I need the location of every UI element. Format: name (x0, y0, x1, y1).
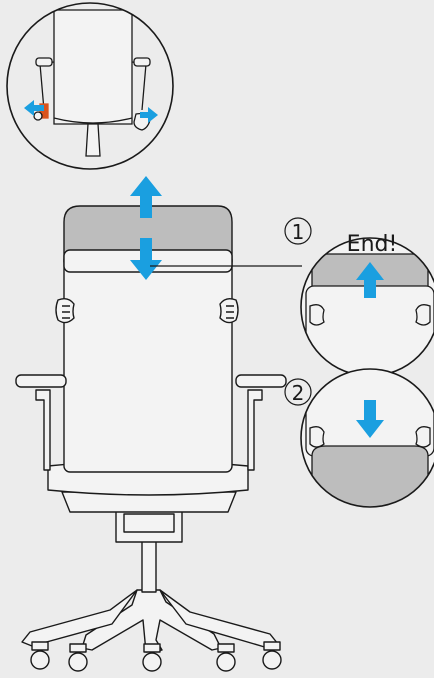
chair-backrest (63, 253, 233, 473)
hand-icon (309, 426, 325, 448)
caster-wheel (262, 650, 282, 670)
hand-icon (415, 426, 431, 448)
caster-wheel (142, 652, 162, 672)
hand-icon (309, 304, 325, 326)
arrow-left-icon (24, 100, 44, 116)
caster-wheel (216, 652, 236, 672)
chair-base (21, 589, 282, 672)
step-1-detail: End! (300, 232, 434, 377)
caster-wheel (30, 650, 50, 670)
hand-icon (219, 297, 239, 324)
step-1-number: 1 (292, 220, 305, 244)
office-chair (15, 205, 287, 672)
step-1-marker: 1 (284, 217, 312, 245)
arrow-down-icon (130, 238, 162, 280)
step-2-detail (300, 368, 434, 508)
arrow-right-icon (140, 107, 158, 123)
seat-mechanism (61, 491, 237, 543)
arrow-up-icon (356, 262, 384, 298)
caster-wheel (68, 652, 88, 672)
left-armrest (15, 374, 67, 471)
hand-icon (55, 297, 75, 324)
step-2-number: 2 (292, 381, 305, 405)
arrow-down-icon (356, 400, 384, 438)
step-2-marker: 2 (284, 378, 312, 406)
right-armrest (235, 374, 287, 471)
chair-headrest (63, 205, 233, 263)
release-lever-detail (6, 2, 174, 170)
step-1-caption: End! (347, 232, 398, 257)
hand-icon (415, 304, 431, 326)
arrow-up-icon (130, 176, 162, 218)
gas-cylinder (141, 539, 157, 593)
